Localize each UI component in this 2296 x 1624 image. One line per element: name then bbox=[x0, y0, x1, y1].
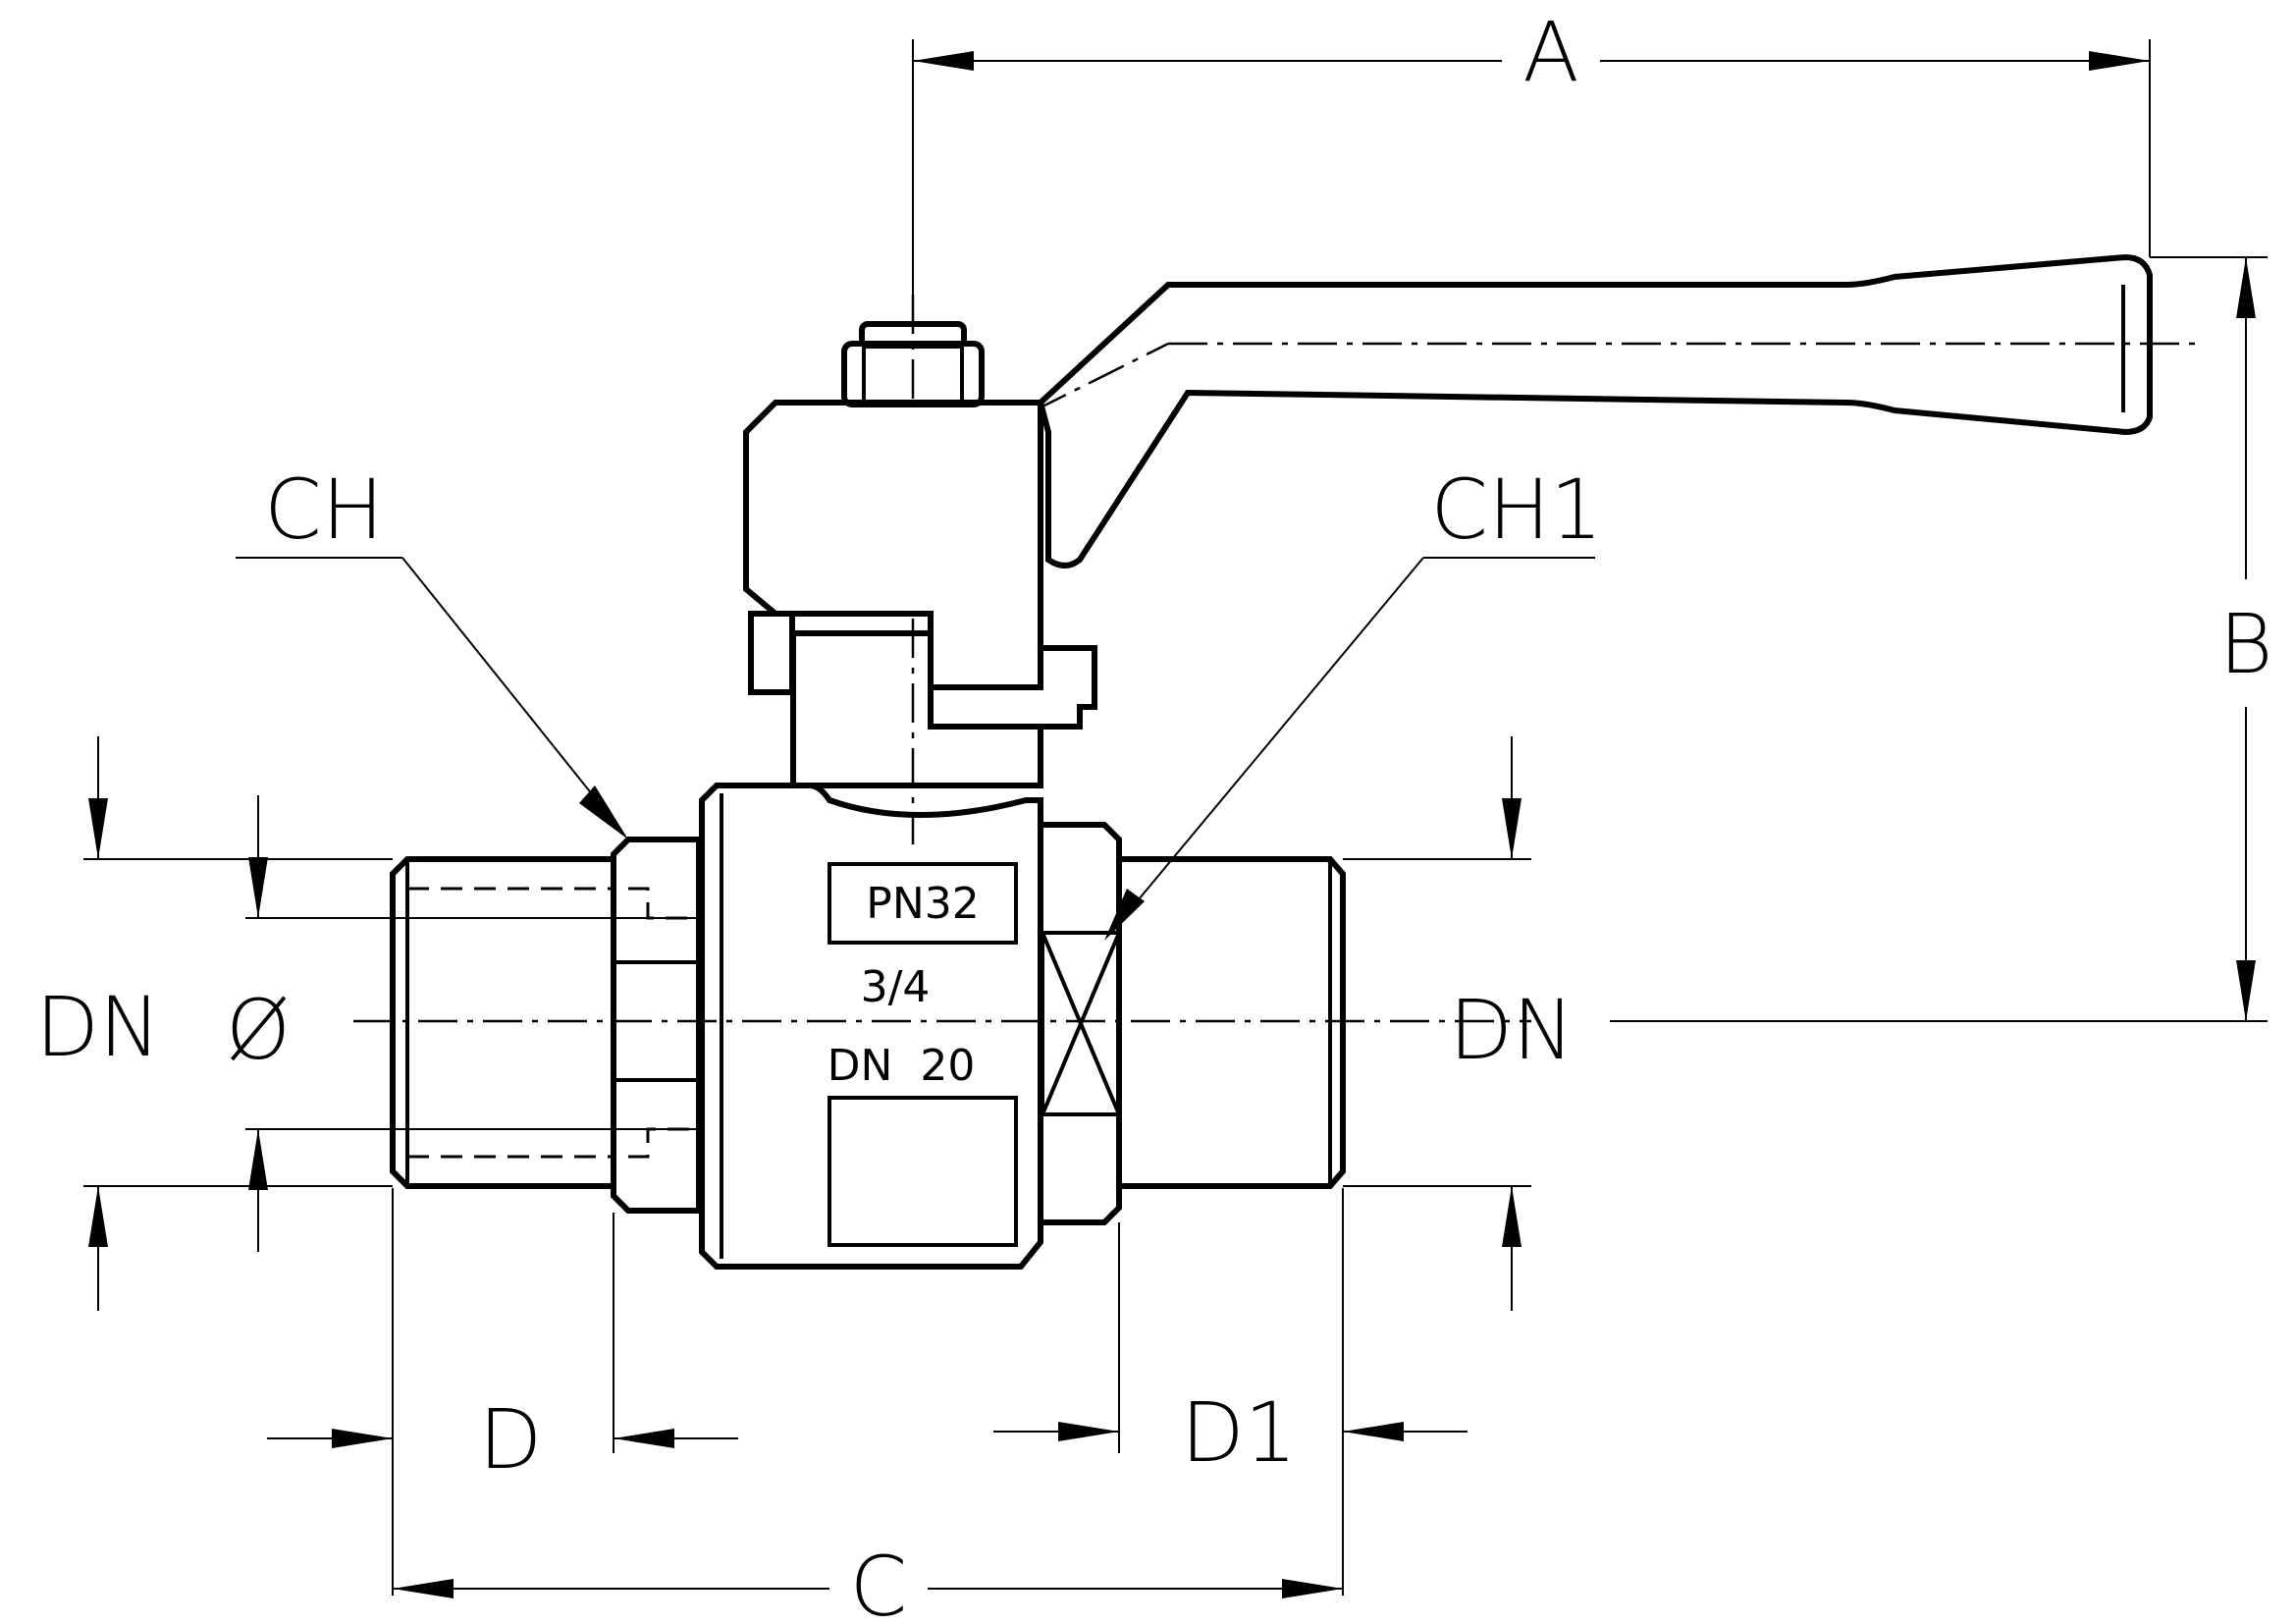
marking-dn: DN 20 bbox=[828, 1041, 976, 1091]
right-threaded-end bbox=[1116, 856, 1346, 1189]
label-DN-right: DN bbox=[1449, 982, 1575, 1078]
marking-pressure: PN32 bbox=[866, 879, 979, 929]
valve-body bbox=[699, 783, 1043, 1270]
dimension-labels: A B C D D1 CH CH1 DN DN Ø bbox=[35, 4, 2272, 1624]
label-D1: D1 bbox=[1181, 1384, 1297, 1481]
leader-lines bbox=[236, 557, 1595, 941]
centerlines bbox=[353, 295, 2199, 1023]
dimension-lines bbox=[83, 39, 2268, 1598]
label-A: A bbox=[1522, 4, 1578, 100]
label-C: C bbox=[850, 1539, 908, 1624]
label-D: D bbox=[479, 1391, 543, 1488]
handle-hub bbox=[743, 321, 1043, 690]
left-hex-nut bbox=[611, 837, 702, 1214]
label-CH1: CH1 bbox=[1430, 461, 1602, 558]
label-DN-left: DN bbox=[35, 979, 161, 1075]
label-CH: CH bbox=[264, 461, 384, 558]
right-nut bbox=[1038, 822, 1122, 1225]
label-diameter: Ø bbox=[226, 982, 291, 1078]
label-B: B bbox=[2218, 596, 2272, 692]
left-threaded-end bbox=[390, 856, 616, 1189]
marking-size: 3/4 bbox=[861, 962, 931, 1012]
body-markings: PN32 3/4 DN 20 bbox=[828, 879, 980, 1091]
lever-handle bbox=[1037, 253, 2153, 568]
